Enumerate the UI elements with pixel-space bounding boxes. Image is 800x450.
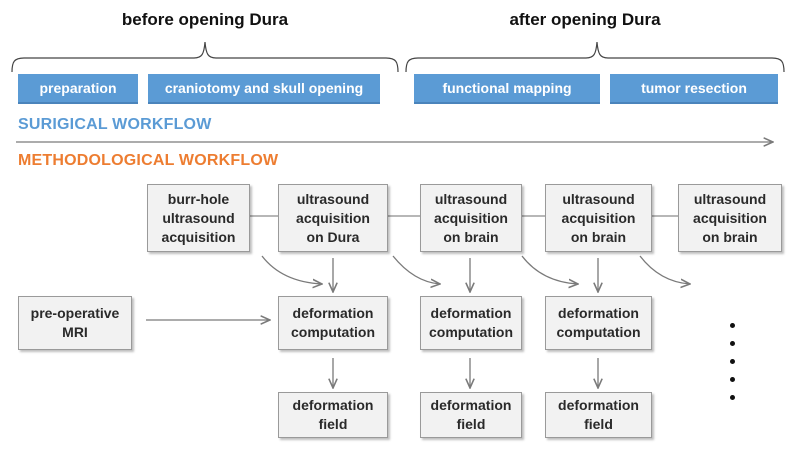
node-deformation-computation-3: deformation computation [545, 296, 652, 350]
node-burr-hole-acquisition: burr-hole ultrasound acquisition [147, 184, 250, 252]
node-deformation-field-1: deformation field [278, 392, 388, 438]
brace-before [11, 41, 399, 73]
node-deformation-computation-1: deformation computation [278, 296, 388, 350]
curve-acq4-next [639, 255, 690, 284]
stage-preparation: preparation [18, 74, 138, 104]
after-opening-dura-label: after opening Dura [509, 10, 661, 29]
stage-tumor-resection: tumor resection [610, 74, 778, 104]
methodological-workflow-title: METHODOLOGICAL WORKFLOW [18, 152, 279, 169]
node-deformation-field-3: deformation field [545, 392, 652, 438]
brace-after [405, 41, 785, 73]
node-deformation-computation-2: deformation computation [420, 296, 522, 350]
stage-craniotomy: craniotomy and skull opening [148, 74, 380, 104]
curve-acq3-comp3 [521, 255, 578, 284]
node-ultrasound-on-brain-1: ultrasound acquisition on brain [420, 184, 522, 252]
node-ultrasound-on-brain-3: ultrasound acquisition on brain [678, 184, 782, 252]
before-opening-dura-label: before opening Dura [121, 10, 289, 29]
stage-functional-mapping: functional mapping [414, 74, 600, 104]
node-preoperative-mri: pre-operative MRI [18, 296, 132, 350]
node-ultrasound-on-dura: ultrasound acquisition on Dura [278, 184, 388, 252]
surgical-workflow-title: SURIGICAL WORKFLOW [18, 116, 212, 133]
curve-acq2-comp2 [392, 255, 440, 284]
node-ultrasound-on-brain-2: ultrasound acquisition on brain [545, 184, 652, 252]
node-deformation-field-2: deformation field [420, 392, 522, 438]
curve-acq1-comp1 [261, 255, 322, 284]
